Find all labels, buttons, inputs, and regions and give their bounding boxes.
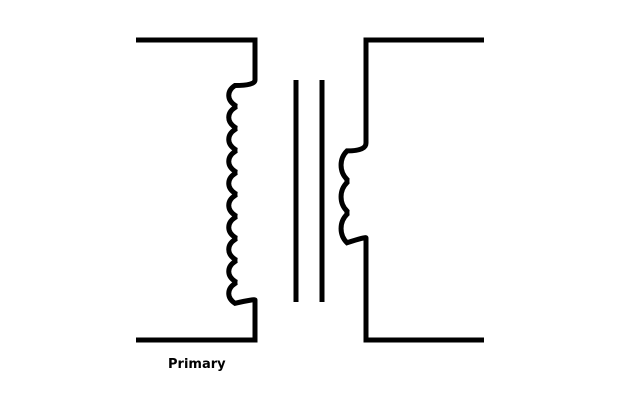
secondary-bottom-lead (363, 238, 484, 343)
primary-top-lead (136, 37, 258, 80)
transformer-core (293, 80, 325, 302)
secondary-top-lead (363, 37, 484, 143)
primary-label: Primary (168, 357, 226, 372)
primary-circuit (136, 37, 258, 343)
primary-bottom-lead (136, 300, 258, 343)
secondary-coil (338, 142, 369, 246)
primary-coil (226, 79, 258, 306)
secondary-circuit (338, 37, 484, 343)
